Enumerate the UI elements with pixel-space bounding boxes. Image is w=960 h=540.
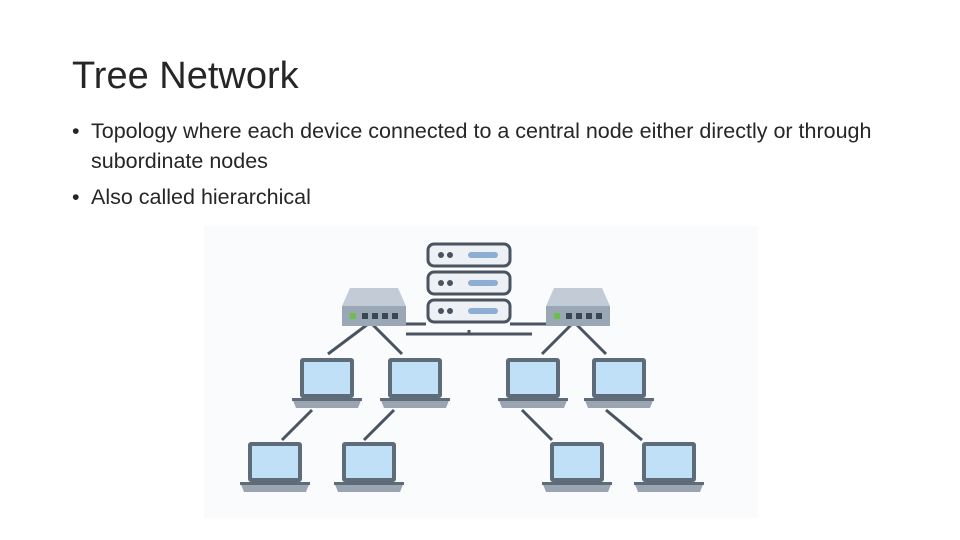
bullet-list: Topology where each device connected to … xyxy=(72,116,892,218)
laptop-icon xyxy=(584,358,654,408)
laptop-icon xyxy=(498,358,568,408)
connection-left-switch-laptop-1 xyxy=(327,322,369,356)
connection-right-switch-laptop-4 xyxy=(574,322,608,356)
network-switch-icon xyxy=(546,288,610,326)
connection-right-switch-laptop-3 xyxy=(540,322,574,356)
bullet-item-hierarchical: Also called hierarchical xyxy=(72,182,892,212)
laptop-icon xyxy=(542,442,612,492)
network-switch-icon xyxy=(342,288,406,326)
laptop-icon xyxy=(634,442,704,492)
laptop-icon xyxy=(334,442,404,492)
laptop-icon xyxy=(292,358,362,408)
server-stack-icon xyxy=(426,242,512,324)
connection-left-switch-laptop-2 xyxy=(370,322,404,356)
connection-laptop-4-laptop-8 xyxy=(605,408,643,442)
connection-laptop-1-laptop-5 xyxy=(280,408,314,442)
laptop-icon xyxy=(240,442,310,492)
connection-laptop-2-laptop-6 xyxy=(362,408,396,442)
tree-topology-svg xyxy=(240,242,704,492)
bullet-item-topology: Topology where each device connected to … xyxy=(72,116,892,176)
laptop-icon xyxy=(380,358,450,408)
tree-topology-diagram xyxy=(204,226,758,518)
connection-laptop-3-laptop-7 xyxy=(520,408,554,442)
slide-title: Tree Network xyxy=(72,55,299,97)
